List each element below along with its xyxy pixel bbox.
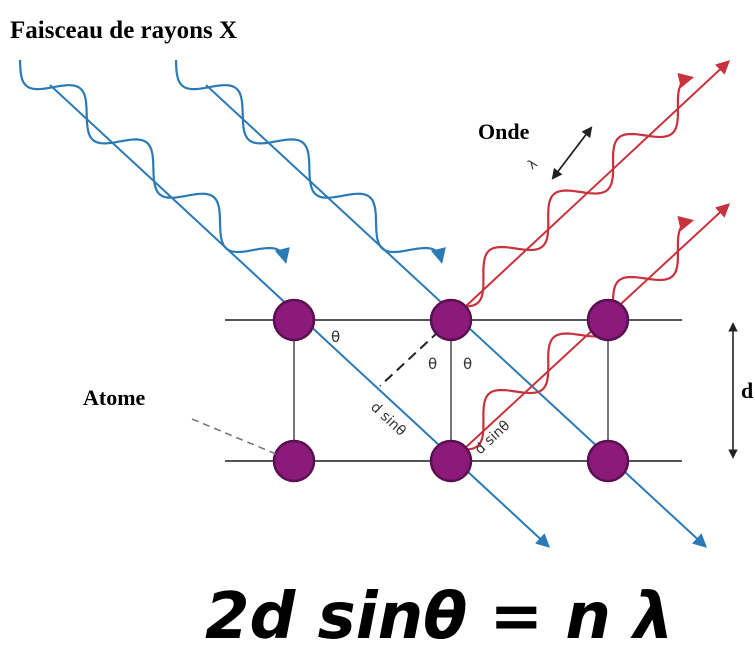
atom [586, 298, 630, 342]
atom-label: Atome [83, 385, 146, 410]
atom-row-top [272, 298, 630, 342]
wave-label: Onde [478, 119, 530, 144]
spacing-label: d [741, 378, 753, 403]
incident-wave-1 [18, 59, 290, 264]
diagram-title: Faisceau de rayons X [10, 17, 237, 44]
atom [272, 298, 316, 342]
atom-row-bottom [272, 439, 630, 483]
atom-leader-line [191, 418, 277, 455]
diffracted-wave-1 [450, 73, 695, 308]
atom [586, 439, 630, 483]
atom [272, 439, 316, 483]
theta-label-incident: θ [331, 328, 340, 346]
incident-wave-2 [174, 59, 446, 264]
wavelength-label: λ [525, 156, 541, 173]
d-sin-theta-label-incident: d sinθ [367, 399, 409, 439]
diffracted-wave-2 [450, 216, 695, 451]
wavelength-arrow [551, 126, 593, 180]
atom [429, 298, 473, 342]
bragg-formula: 2d sinθ = n λ [205, 580, 674, 646]
atom [429, 439, 473, 483]
diffracted-beam-1 [450, 60, 731, 321]
diffracted-beam-2 [450, 203, 731, 462]
theta-label-left: θ [428, 355, 437, 373]
theta-label-right: θ [463, 355, 472, 373]
